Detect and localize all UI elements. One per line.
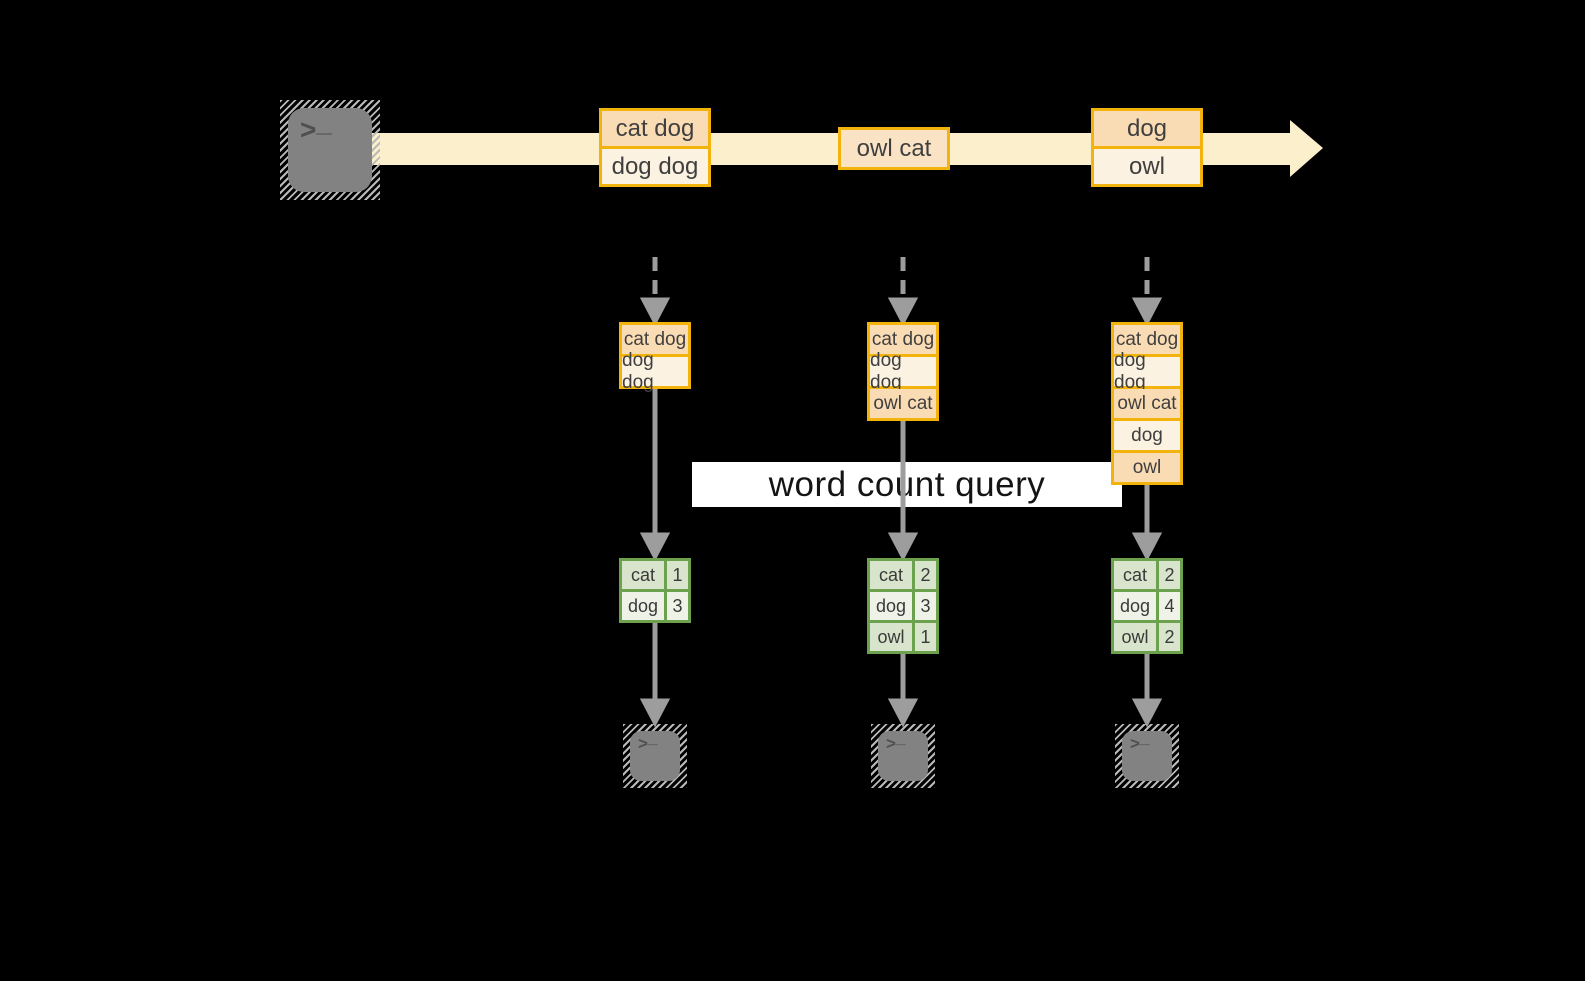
word-cell: cat: [622, 561, 664, 589]
count-cell: 1: [667, 561, 688, 589]
table-row: dog 3: [870, 592, 936, 620]
query-label: word count query: [768, 464, 1046, 504]
terminal-prompt-icon: >_: [300, 106, 332, 145]
table-row: dog 4: [1114, 592, 1180, 620]
ingest-arrowhead-2-icon: [887, 297, 919, 327]
stack-record: dog dog: [1114, 350, 1180, 393]
stack-record: owl cat: [870, 389, 936, 418]
stack-record: dog dog: [870, 350, 936, 393]
record-stack-3: cat dog dog dog owl cat dog owl: [1111, 322, 1183, 485]
count-table-3: cat 2 dog 4 owl 2: [1111, 558, 1183, 654]
count-cell: 3: [915, 592, 936, 620]
query-arrowhead-1-icon: [639, 532, 671, 562]
stack-record: cat dog: [1114, 325, 1180, 354]
sink-terminal-icon-1: >_: [623, 724, 687, 788]
terminal-screen: >_: [1122, 728, 1172, 781]
count-cell: 2: [915, 561, 936, 589]
stack-record: owl cat: [1114, 389, 1180, 418]
stream-event-box-3: dog owl: [1091, 108, 1203, 187]
word-cell: cat: [1114, 561, 1156, 589]
emit-arrowhead-3-icon: [1131, 698, 1163, 728]
count-cell: 4: [1159, 592, 1180, 620]
ingest-arrowhead-1-icon: [639, 297, 671, 327]
terminal-screen: >_: [630, 728, 680, 781]
word-cell: dog: [1114, 592, 1156, 620]
count-cell: 3: [667, 592, 688, 620]
table-row: owl 2: [1114, 623, 1180, 651]
stream-record: owl: [1094, 149, 1200, 184]
source-terminal-icon: >_: [280, 100, 380, 200]
stream-event-box-2: owl cat: [838, 127, 950, 170]
stack-record: dog dog: [622, 350, 688, 393]
stream-record: owl cat: [841, 130, 947, 167]
count-cell: 2: [1159, 623, 1180, 651]
count-cell: 2: [1159, 561, 1180, 589]
word-cell: dog: [622, 592, 664, 620]
stream-record: dog: [1094, 111, 1200, 146]
sink-terminal-icon-3: >_: [1115, 724, 1179, 788]
stack-record: owl: [1114, 453, 1180, 482]
terminal-prompt-icon: >_: [886, 728, 906, 753]
word-cell: cat: [870, 561, 912, 589]
emit-arrowhead-1-icon: [639, 698, 671, 728]
table-row: cat 2: [870, 561, 936, 589]
record-stack-1: cat dog dog dog: [619, 322, 691, 393]
count-cell: 1: [915, 623, 936, 651]
table-row: dog 3: [622, 592, 688, 620]
count-table-2: cat 2 dog 3 owl 1: [867, 558, 939, 654]
table-row: owl 1: [870, 623, 936, 651]
word-cell: owl: [870, 623, 912, 651]
stream-event-box-1: cat dog dog dog: [599, 108, 711, 187]
record-stack-2: cat dog dog dog owl cat: [867, 322, 939, 421]
sink-terminal-icon-2: >_: [871, 724, 935, 788]
terminal-screen: >_: [878, 728, 928, 781]
count-table-1: cat 1 dog 3: [619, 558, 691, 623]
query-label-band: word count query: [692, 462, 1122, 507]
table-row: cat 2: [1114, 561, 1180, 589]
terminal-prompt-icon: >_: [638, 728, 658, 753]
stream-arrowhead-icon: [1290, 120, 1323, 177]
word-cell: dog: [870, 592, 912, 620]
stack-record: dog: [1114, 421, 1180, 450]
query-arrowhead-3-icon: [1131, 532, 1163, 562]
stack-record: cat dog: [622, 325, 688, 354]
terminal-prompt-icon: >_: [1130, 728, 1150, 753]
stack-record: cat dog: [870, 325, 936, 354]
ingest-arrowhead-3-icon: [1131, 297, 1163, 327]
stream-record: cat dog: [602, 111, 708, 146]
stream-record: dog dog: [602, 149, 708, 184]
terminal-screen: >_: [288, 106, 372, 192]
table-row: cat 1: [622, 561, 688, 589]
query-arrowhead-2-icon: [887, 532, 919, 562]
emit-arrowhead-2-icon: [887, 698, 919, 728]
word-cell: owl: [1114, 623, 1156, 651]
